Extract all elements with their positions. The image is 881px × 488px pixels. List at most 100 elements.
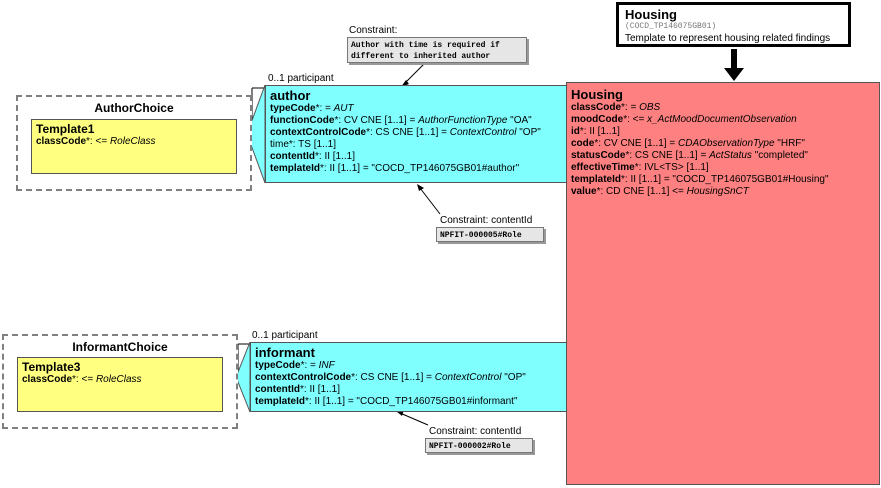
constraint3-note: NPFIT-000002#Role — [425, 438, 533, 453]
attribute-name: templateId — [255, 396, 306, 407]
constraint3-line: NPFIT-000002#Role — [429, 442, 511, 451]
attribute-row: code*: CV CNE [1..1] = CDAObservationTyp… — [571, 138, 875, 150]
attribute-name: code — [571, 138, 595, 149]
attribute-name: functionCode — [270, 115, 335, 126]
attribute-name: statusCode — [571, 150, 626, 161]
informant-class-title: informant — [255, 345, 315, 360]
constraint2-line: NPFIT-000005#Role — [440, 231, 522, 240]
attribute-row: contentId*: II [1..1] — [270, 151, 562, 163]
attribute-type: *: = — [315, 103, 334, 114]
informant-multiplicity: 0..1 participant — [252, 330, 318, 341]
template1-box: Template1 classCode*: <= RoleClass — [31, 119, 237, 174]
attribute-type: *: CS CNE [1..1] = — [351, 372, 435, 383]
author-choice-box: AuthorChoice Template1 classCode*: <= Ro… — [16, 95, 252, 191]
attribute-row: typeCode*: = INF — [255, 360, 562, 372]
attribute-type: *: II [1..1] — [300, 384, 341, 395]
attribute-row: contentId*: II [1..1] — [255, 384, 562, 396]
attribute-type: *: = — [621, 102, 640, 113]
attribute-row: time*: TS [1..1] — [270, 139, 562, 151]
attribute-row: contextControlCode*: CS CNE [1..1] = Con… — [270, 127, 562, 139]
attribute-type: *: CV CNE [1..1] = — [594, 138, 678, 149]
template3-title: Template3 — [22, 360, 81, 374]
informant-choice-title: InformantChoice — [72, 340, 168, 354]
attribute-type: *: II [1..1] = "COCD_TP146075GB01#Housin… — [621, 174, 829, 185]
attribute-row: value*: CD CNE [1..1] <= HousingSnCT — [571, 186, 875, 198]
attribute-fixed-value: "HRF" — [774, 138, 805, 149]
housing-title-arrowhead — [724, 68, 744, 81]
attribute-row: templateId*: II [1..1] = "COCD_TP146075G… — [270, 163, 562, 175]
constraint3-label: Constraint: contentId — [429, 426, 522, 437]
constraint1-label: Constraint: — [349, 25, 398, 36]
attribute-name: typeCode — [255, 360, 301, 371]
attribute-type: *: II [1..1] = "COCD_TP146075GB01#inform… — [305, 396, 518, 407]
attribute-name: classCode — [571, 102, 622, 113]
attribute-value: ContextControl — [449, 127, 517, 138]
constraint2-note: NPFIT-000005#Role — [436, 227, 544, 242]
attribute-type: *: II [1..1] — [315, 151, 356, 162]
constraint1-note: Author with time is required if differen… — [347, 37, 527, 63]
attribute-type: *: TS [1..1] — [288, 139, 336, 150]
attribute-fixed-value: "completed" — [751, 150, 808, 161]
attribute-name: contentId — [255, 384, 300, 395]
attribute-type: *: CS CNE [1..1] = — [625, 150, 710, 161]
attribute-row: moodCode*: <= x_ActMoodDocumentObservati… — [571, 114, 875, 126]
attribute-value: x_ActMoodDocumentObservation — [647, 114, 797, 125]
constraint1-line: Author with time is required if — [351, 41, 500, 50]
informant-choice-box: InformantChoice Template3 classCode*: <=… — [2, 334, 238, 429]
attribute-name: templateId — [571, 174, 622, 185]
note1-connector — [403, 63, 425, 85]
constraint1-line: different to inherited author — [351, 52, 491, 61]
attribute-row: typeCode*: = AUT — [270, 103, 562, 115]
attribute-value: AUT — [333, 103, 354, 114]
template3-attribute: classCode*: <= RoleClass — [22, 374, 142, 385]
housing-class-title: Housing — [571, 87, 623, 102]
attribute-value: ContextControl — [434, 372, 502, 383]
attribute-type: *: <= — [623, 114, 648, 125]
attribute-type: *: CD CNE [1..1] <= — [596, 186, 687, 197]
attribute-value: OBS — [639, 102, 661, 113]
housing-template-description: Template to represent housing related fi… — [625, 33, 831, 44]
attribute-name: contentId — [270, 151, 315, 162]
attribute-value: INF — [318, 360, 335, 371]
attribute-type: *: II [1..1] — [579, 126, 620, 137]
template1-title: Template1 — [36, 122, 95, 136]
attribute-value: CDAObservationType — [678, 138, 775, 149]
housing-template-id: (COCD_TP146075GB01) — [625, 22, 717, 31]
constraint2-label: Constraint: contentId — [440, 215, 533, 226]
attribute-name: typeCode — [270, 103, 316, 114]
attribute-name: value — [571, 186, 597, 197]
note2-arrowhead — [417, 184, 424, 191]
author-class-title: author — [270, 88, 311, 103]
attribute-row: statusCode*: CS CNE [1..1] = ActStatus "… — [571, 150, 875, 162]
attribute-value: AuthorFunctionType — [418, 115, 508, 126]
attribute-fixed-value: "OP" — [501, 372, 526, 383]
attribute-row: templateId*: II [1..1] = "COCD_TP146075G… — [571, 174, 875, 186]
author-multiplicity: 0..1 participant — [268, 73, 334, 84]
attribute-value: ActStatus — [709, 150, 752, 161]
attribute-row: contextControlCode*: CS CNE [1..1] = Con… — [255, 372, 562, 384]
author-choice-title: AuthorChoice — [94, 101, 174, 115]
template1-attribute: classCode*: <= RoleClass — [36, 136, 156, 147]
attribute-type: *: = — [300, 360, 319, 371]
attribute-name: time — [270, 139, 289, 150]
note3-connector — [399, 412, 429, 426]
attribute-row: classCode*: = OBS — [571, 102, 875, 114]
attribute-name: contextControlCode — [255, 372, 352, 383]
housing-template-title: Housing — [625, 7, 677, 22]
attribute-name: id — [571, 126, 580, 137]
attribute-type: *: II [1..1] = "COCD_TP146075GB01#author… — [320, 163, 520, 174]
attribute-row: templateId*: II [1..1] = "COCD_TP146075G… — [255, 396, 562, 408]
attribute-fixed-value: "OP" — [516, 127, 541, 138]
attribute-type: *: CV CNE [1..1] = — [334, 115, 419, 126]
attribute-fixed-value: "OA" — [507, 115, 532, 126]
attribute-value: HousingSnCT — [686, 186, 749, 197]
attribute-type: *: IVL<TS> [1..1] — [634, 162, 709, 173]
housing-template-header: Housing (COCD_TP146075GB01) Template to … — [616, 2, 851, 47]
attribute-row: functionCode*: CV CNE [1..1] = AuthorFun… — [270, 115, 562, 127]
attribute-name: contextControlCode — [270, 127, 367, 138]
